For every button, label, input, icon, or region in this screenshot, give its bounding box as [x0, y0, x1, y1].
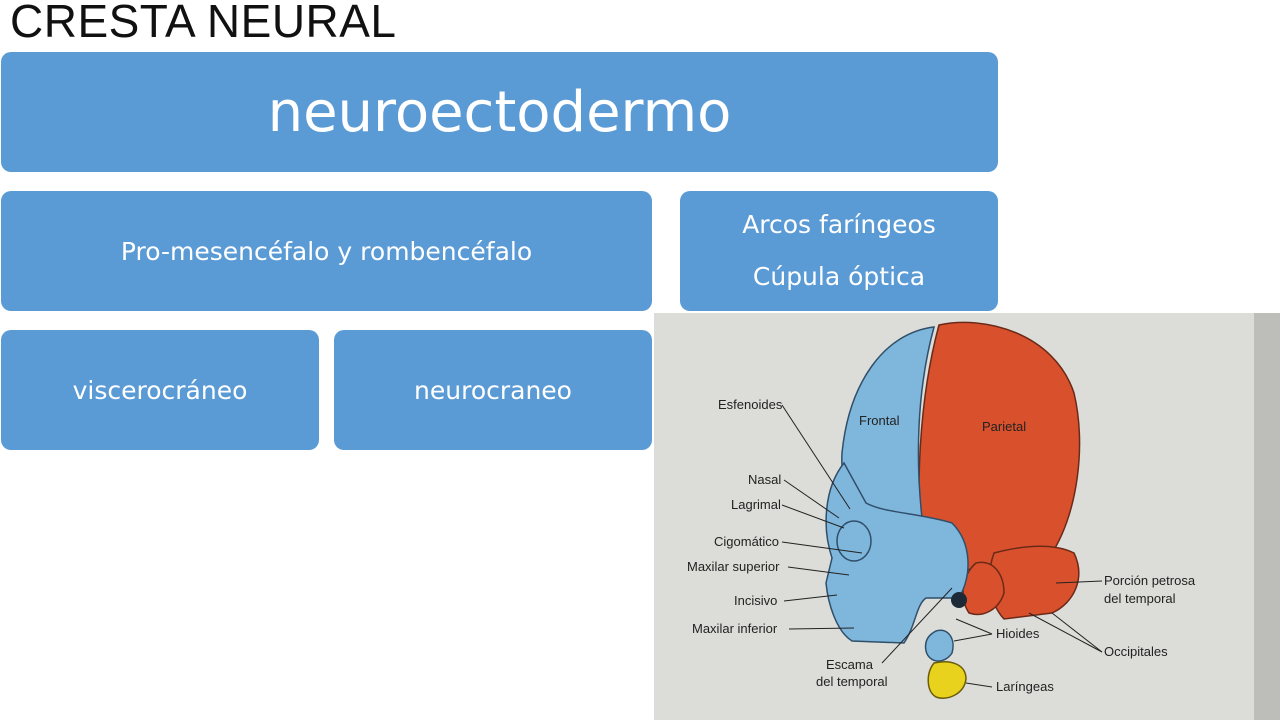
- label-nasal: Nasal: [748, 472, 781, 487]
- box-neurocraneo: neurocraneo: [334, 330, 652, 450]
- figure-edge-shadow: [1254, 313, 1280, 720]
- label-cigomatico: Cigomático: [714, 534, 779, 549]
- hyoid-bone-shape: [924, 629, 954, 662]
- slide-title: CRESTA NEURAL: [10, 0, 397, 47]
- label-porcion-2: del temporal: [1104, 591, 1176, 606]
- label-escama-2: del temporal: [816, 674, 888, 689]
- label-incisivo: Incisivo: [734, 593, 777, 608]
- box-neuroectodermo: neuroectodermo: [1, 52, 998, 172]
- box-viscerocraneo: viscerocráneo: [1, 330, 319, 450]
- leader-lines: [781, 404, 1103, 688]
- label-porcion-1: Porción petrosa: [1104, 573, 1196, 588]
- label-parietal: Parietal: [982, 419, 1026, 434]
- label-hioides: Hioides: [996, 626, 1040, 641]
- skull-figure: Frontal Parietal Esfenoides Nasal Lagrim…: [654, 313, 1280, 720]
- label-lagrimal: Lagrimal: [731, 497, 781, 512]
- box-pro-mesencefalo: Pro-mesencéfalo y rombencéfalo: [1, 191, 652, 311]
- box-arcos-faringeos: Arcos faríngeos Cúpula óptica: [680, 191, 998, 311]
- label-maxilar-superior: Maxilar superior: [687, 559, 780, 574]
- label-maxilar-inferior: Maxilar inferior: [692, 621, 778, 636]
- arcos-line-1: Arcos faríngeos: [742, 210, 936, 239]
- arcos-line-2: Cúpula óptica: [752, 262, 926, 291]
- label-occipitales: Occipitales: [1104, 644, 1168, 659]
- label-escama-1: Escama: [826, 657, 874, 672]
- label-esfenoides: Esfenoides: [718, 397, 783, 412]
- label-laringeas: Laríngeas: [996, 679, 1054, 694]
- orbit-shape: [836, 520, 872, 562]
- laryngeal-cartilage-shape: [927, 661, 967, 699]
- ear-canal-shape: [951, 592, 967, 608]
- face-bone-shape: [825, 461, 969, 644]
- label-frontal: Frontal: [859, 413, 900, 428]
